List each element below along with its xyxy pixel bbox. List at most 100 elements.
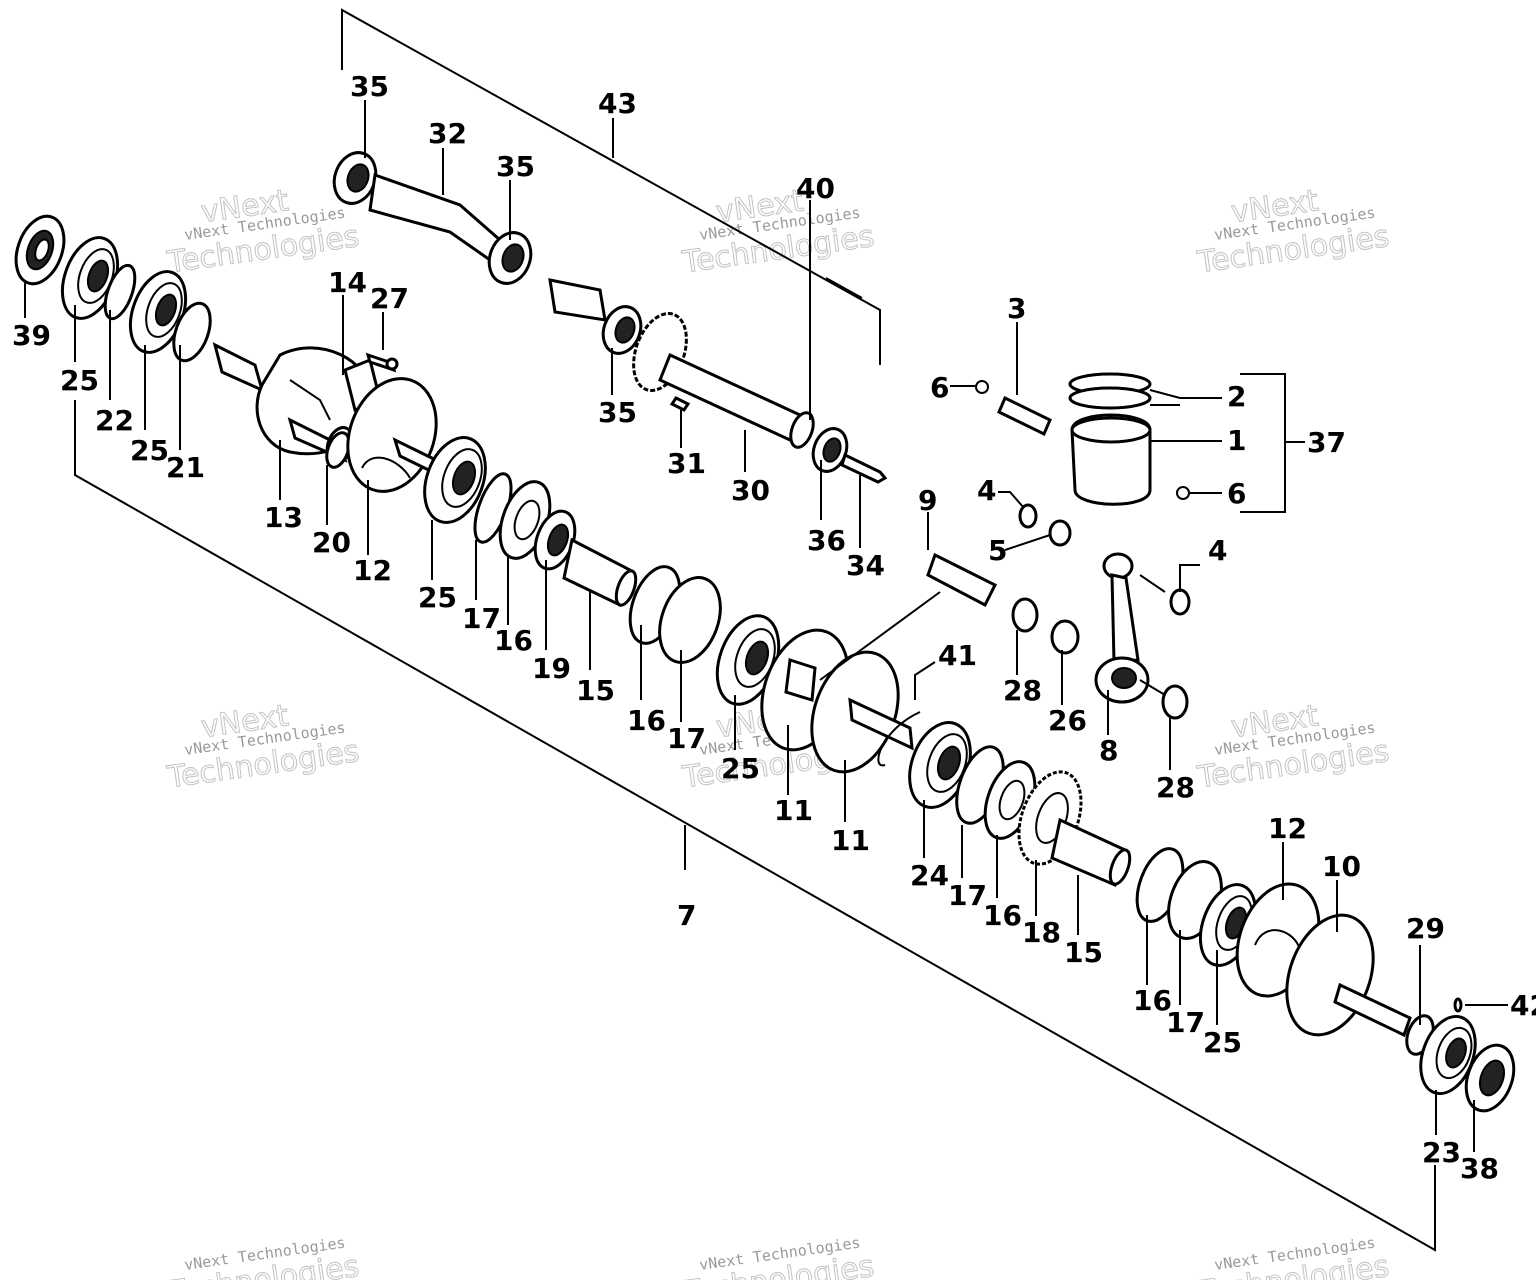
callout-17: 17 xyxy=(462,602,501,635)
callout-16: 16 xyxy=(983,899,1022,932)
callout-18: 18 xyxy=(1022,916,1061,949)
washer-28-b xyxy=(1161,684,1189,720)
callout-24: 24 xyxy=(910,859,949,892)
sleeve-primary xyxy=(548,278,607,322)
callout-14: 14 xyxy=(328,266,367,299)
screw-27-head xyxy=(385,357,399,371)
ring-41 xyxy=(877,711,921,767)
callout-6: 6 xyxy=(930,371,949,404)
callout-17: 17 xyxy=(667,722,706,755)
callout-37: 37 xyxy=(1307,426,1346,459)
crankshaft-parts xyxy=(14,214,1516,1113)
clip-6-b xyxy=(1176,486,1190,500)
shaft-34 xyxy=(840,452,888,484)
oil-seal-39 xyxy=(14,214,66,286)
piston-parts xyxy=(926,372,1191,720)
callout-41: 41 xyxy=(938,639,977,672)
callout-19: 19 xyxy=(532,652,571,685)
callout-28: 28 xyxy=(1156,771,1195,804)
callout-31: 31 xyxy=(667,447,706,480)
callout-34: 34 xyxy=(846,549,885,582)
connecting-rod-8 xyxy=(1094,552,1150,704)
callout-13: 13 xyxy=(264,501,303,534)
bearing-35-lower xyxy=(601,305,643,355)
callout-17: 17 xyxy=(1166,1006,1205,1039)
callout-39: 39 xyxy=(12,319,51,352)
bracket-43 xyxy=(341,8,881,365)
bearing-25-left xyxy=(60,236,120,320)
key-31 xyxy=(669,396,691,412)
callout-43: 43 xyxy=(598,87,637,120)
callout-26: 26 xyxy=(1048,704,1087,737)
callout-6: 6 xyxy=(1227,477,1246,510)
callout-28: 28 xyxy=(1003,674,1042,707)
callout-27: 27 xyxy=(370,282,409,315)
bearing-35-mid xyxy=(487,231,533,285)
piston-1-top xyxy=(1070,416,1152,444)
bracket-43-break xyxy=(825,277,863,299)
callout-29: 29 xyxy=(1406,912,1445,945)
callout-8: 8 xyxy=(1099,734,1118,767)
callout-16: 16 xyxy=(627,704,666,737)
sleeve-15-b-end xyxy=(1108,848,1132,886)
bracket-37 xyxy=(1240,373,1286,513)
washer-28-a xyxy=(1011,597,1039,633)
callout-40: 40 xyxy=(796,172,835,205)
callout-21: 21 xyxy=(166,451,205,484)
callout-11: 11 xyxy=(831,824,870,857)
crank-web-12 xyxy=(346,377,448,493)
callout-2: 2 xyxy=(1227,380,1246,413)
callout-22: 22 xyxy=(95,404,134,437)
leader-conrod-big xyxy=(1139,679,1166,696)
crank-half-10 xyxy=(1285,913,1412,1038)
sleeve-15-a-end xyxy=(614,569,638,607)
callout-4: 4 xyxy=(977,474,996,507)
crank-pin-9 xyxy=(926,552,998,608)
callout-10: 10 xyxy=(1322,850,1361,883)
leader-crankpin xyxy=(819,591,941,681)
callout-7: 7 xyxy=(677,899,696,932)
bearing-25-center-left xyxy=(423,436,487,524)
ring-17-b xyxy=(658,576,722,664)
callout-5: 5 xyxy=(988,534,1007,567)
leader-conrod xyxy=(1139,574,1166,593)
callout-16: 16 xyxy=(1133,984,1172,1017)
callout-leaders xyxy=(24,100,1508,1152)
callout-25: 25 xyxy=(1203,1026,1242,1059)
callout-20: 20 xyxy=(312,526,351,559)
crank-half-13 xyxy=(212,342,372,464)
bearing-24 xyxy=(908,721,972,809)
callout-38: 38 xyxy=(1460,1152,1499,1185)
primary-shaft-parts xyxy=(332,151,888,484)
washer-4-a xyxy=(1018,503,1038,529)
bracket-7 xyxy=(74,400,1436,1252)
callout-36: 36 xyxy=(807,524,846,557)
callout-35: 35 xyxy=(598,396,637,429)
callout-32: 32 xyxy=(428,117,467,150)
callout-labels: 39 25 22 25 21 14 27 13 20 1 2 25 17 16 1… xyxy=(12,70,1536,1185)
oil-seal-38 xyxy=(1464,1043,1516,1113)
callout-15: 15 xyxy=(1064,936,1103,969)
callout-25: 25 xyxy=(60,364,99,397)
needle-bearing-5 xyxy=(1048,519,1072,547)
washer-4-b xyxy=(1169,588,1191,616)
ring-40 xyxy=(789,411,815,449)
callout-3: 3 xyxy=(1007,292,1026,325)
shaft-32 xyxy=(368,172,502,263)
callout-25: 25 xyxy=(418,581,457,614)
callout-30: 30 xyxy=(731,474,770,507)
crank-wheel-11-right xyxy=(810,650,914,774)
piston-ring-2-b xyxy=(1068,386,1152,410)
callout-25: 25 xyxy=(721,752,760,785)
callout-17: 17 xyxy=(948,879,987,912)
callout-4: 4 xyxy=(1208,534,1227,567)
key-42 xyxy=(1453,997,1463,1013)
shim-21 xyxy=(172,301,212,363)
group-brackets xyxy=(74,8,1436,1252)
piston-pin-3 xyxy=(997,395,1052,437)
needle-bearing-26 xyxy=(1050,619,1080,655)
callout-1: 1 xyxy=(1227,424,1246,457)
callout-25: 25 xyxy=(130,434,169,467)
